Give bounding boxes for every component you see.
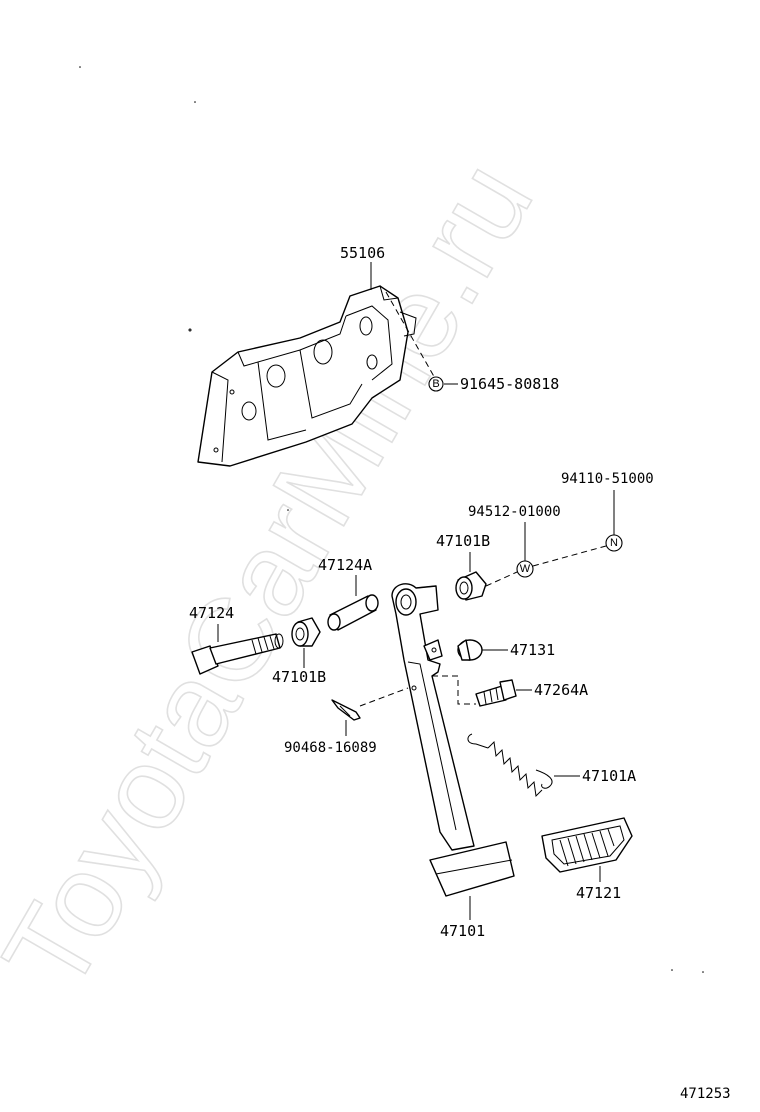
brake-pedal-arm [391,583,475,851]
svg-text:N: N [610,537,618,549]
label-nut: 94110-51000 [561,471,654,487]
bushing-left [291,617,321,647]
label-pedal: 47101 [440,922,485,940]
switch-bolt [475,679,517,707]
stopper [457,639,483,661]
diagram-id: 471253 [680,1086,731,1102]
label-stopper: 47131 [510,641,555,659]
pivot-bolt [191,633,284,675]
label-pad: 47121 [576,884,621,902]
pedal-pad [541,817,633,873]
label-collar: 47124A [318,556,372,574]
washer-w-symbol: W [516,560,534,578]
collar [327,594,379,631]
label-bushing-left: 47101B [272,668,326,686]
label-clip: 90468-16089 [284,740,377,756]
label-washer: 94512-01000 [468,504,561,520]
label-bolt-b: 91645-80818 [460,375,559,393]
pedal-head [429,841,515,897]
svg-text:W: W [520,563,531,575]
return-spring [467,733,553,798]
bushing-right [455,571,487,601]
label-bracket: 55106 [340,244,385,262]
label-bolt: 47124 [189,604,234,622]
bolt-b-symbol: B [428,376,444,392]
label-spring: 47101A [582,767,636,785]
label-bushing-right: 47101B [436,532,490,550]
label-switch-bolt: 47264A [534,681,588,699]
pedal-bracket [188,285,417,467]
svg-text:B: B [432,378,439,390]
clip [331,699,361,721]
nut-n-symbol: N [605,534,623,552]
